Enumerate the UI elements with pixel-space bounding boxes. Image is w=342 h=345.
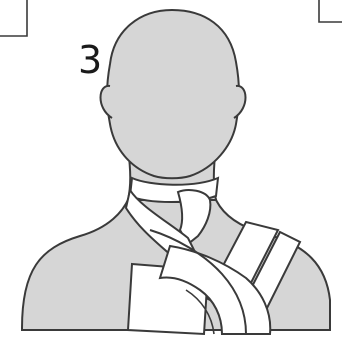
right-panel-frame — [319, 0, 342, 22]
step-number-label: 3 — [78, 41, 102, 79]
left-panel-frame — [0, 0, 27, 36]
left-ear — [101, 86, 113, 118]
head — [107, 10, 239, 178]
right-ear — [234, 86, 246, 118]
